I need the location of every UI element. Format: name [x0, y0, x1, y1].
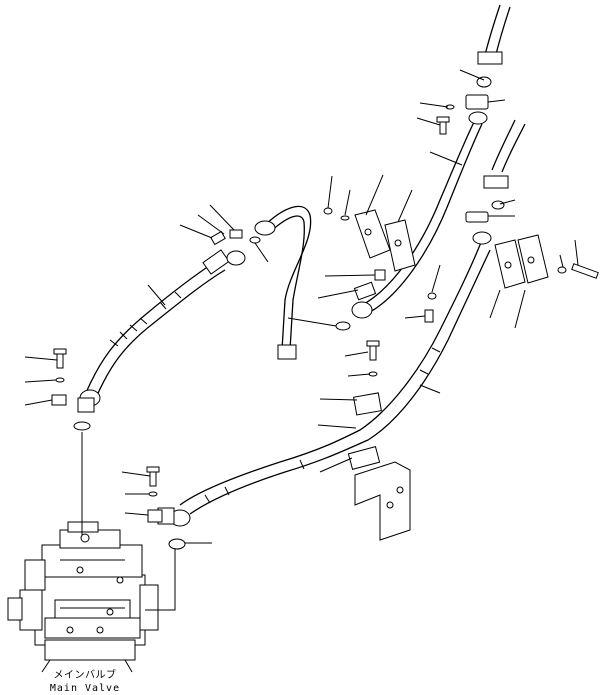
clamp-block-right [494, 234, 549, 289]
hose-upper [351, 4, 511, 319]
main-valve-label-jp: メインバルブ [53, 670, 117, 681]
bolts-washers [51, 104, 599, 523]
main-valve [7, 521, 159, 673]
hose-lower [157, 231, 492, 527]
hose-left [77, 249, 246, 413]
pipe-top-right [465, 119, 526, 223]
steel-pipe-s [249, 205, 351, 360]
clamp-block-upper [354, 209, 416, 272]
main-valve-label-en: Main Valve [49, 683, 121, 694]
mounting-bracket [347, 392, 411, 541]
callout-leaders [24, 69, 579, 516]
